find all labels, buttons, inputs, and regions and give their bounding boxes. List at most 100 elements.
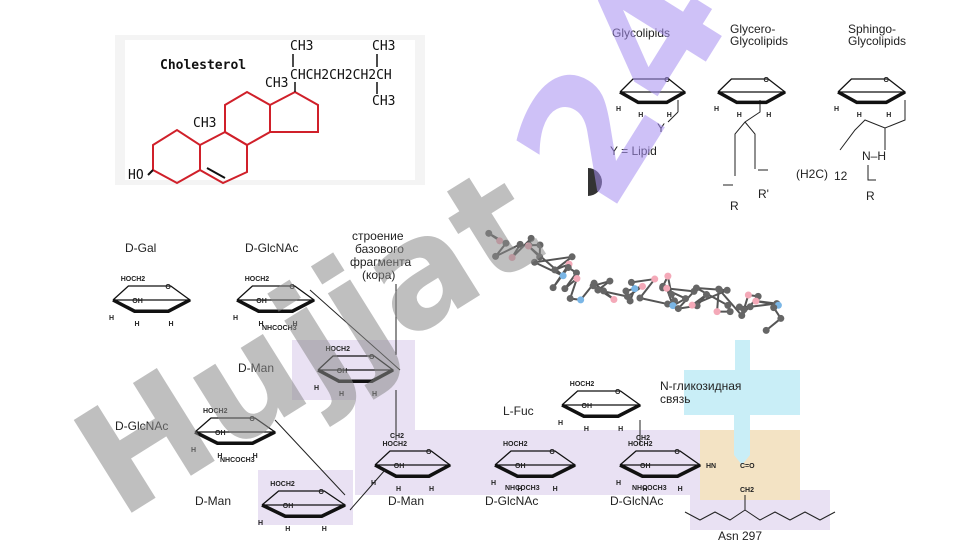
ch2-label: CH2 [390,433,404,440]
model-atom [713,308,721,316]
model-atom [566,294,574,302]
heading-glycero-2: Glycolipids [730,34,788,48]
model-atom [564,263,572,271]
svg-text:OH: OH [394,463,405,470]
model-atom [606,277,614,285]
svg-text:H: H [259,321,264,328]
svg-text:O: O [615,389,621,396]
model-atom [508,254,516,262]
svg-text:H: H [233,315,238,322]
ch3-label: CH3 [372,39,395,54]
core-caption: фрагмента [350,255,412,269]
asn-side-chain [684,495,836,521]
model-atom [551,266,559,274]
svg-text:H: H [857,112,862,119]
model-atom [664,272,672,280]
svg-text:O: O [369,354,375,361]
bond-caption: связь [660,392,691,406]
svg-text:O: O [165,284,171,291]
bond-caption: N-гликозидная [660,379,741,393]
asn-label: Asn 297 [718,529,762,540]
svg-text:OH: OH [132,298,143,305]
model-atom [682,295,690,303]
svg-text:H: H [834,106,839,113]
svg-text:H: H [314,385,319,392]
carbonyl-label: C=O [740,463,755,470]
sugar-label-d-man: D-Man [195,494,231,508]
svg-text:OH: OH [337,368,348,375]
svg-text:O: O [664,77,670,84]
r-label: R [730,199,739,213]
svg-text:H: H [737,112,742,119]
svg-text:H: H [558,420,563,427]
model-atom [669,302,677,310]
model-atom [610,295,618,303]
svg-text:H: H [292,321,297,328]
svg-text:O: O [426,449,432,456]
svg-text:H: H [429,486,434,493]
svg-text:O: O [289,284,295,291]
nhcoch3-label: NHCOCH3 [632,485,667,492]
model-atom [559,272,567,280]
svg-text:H: H [616,480,621,487]
slide-nav-marker [588,168,602,196]
core-caption: (кора) [362,268,395,282]
model-atom [664,300,672,308]
heading-glycero: Glycero- [730,22,775,36]
ho-label: HO [128,168,144,183]
model-atom [770,304,778,312]
model-atom [726,308,734,316]
model-atom [568,253,576,261]
model-atom [627,278,635,286]
model-atom [702,291,710,299]
ch2-label: CH2 [636,435,650,442]
svg-text:H: H [714,106,719,113]
r-label: R [866,189,875,203]
model-atom [744,291,752,299]
model-atom [724,301,732,309]
model-atom [600,287,608,295]
svg-text:HOCH2: HOCH2 [503,441,528,448]
svg-text:H: H [638,112,643,119]
model-bond [511,237,532,259]
svg-text:H: H [553,486,558,493]
model-atom [636,294,644,302]
molecular-3d-model [485,229,785,334]
svg-text:H: H [886,112,891,119]
glycosidic-bonds [274,289,641,511]
svg-text:H: H [322,526,327,533]
model-atom [663,284,671,292]
model-atom [674,305,682,313]
ch3-label: CH3 [372,94,395,109]
model-atom [502,239,510,247]
model-bond [666,287,695,293]
sugar-label-d-man: D-Man [388,494,424,508]
svg-text:HOCH2: HOCH2 [270,481,295,488]
model-atom [638,282,646,290]
model-atom [651,275,659,283]
nhcoch3-label: NHCOCH3 [220,457,255,464]
svg-text:H: H [618,426,623,433]
model-atom [738,312,746,320]
svg-text:O: O [674,449,680,456]
heading-glycolipids: Glycolipids [612,26,670,40]
model-atom [549,284,557,292]
svg-text:H: H [372,391,377,398]
model-atom [485,229,493,237]
model-atom [688,301,696,309]
svg-text:H: H [491,480,496,487]
model-atom [496,237,504,245]
svg-text:H: H [168,321,173,328]
svg-text:OH: OH [256,298,267,305]
